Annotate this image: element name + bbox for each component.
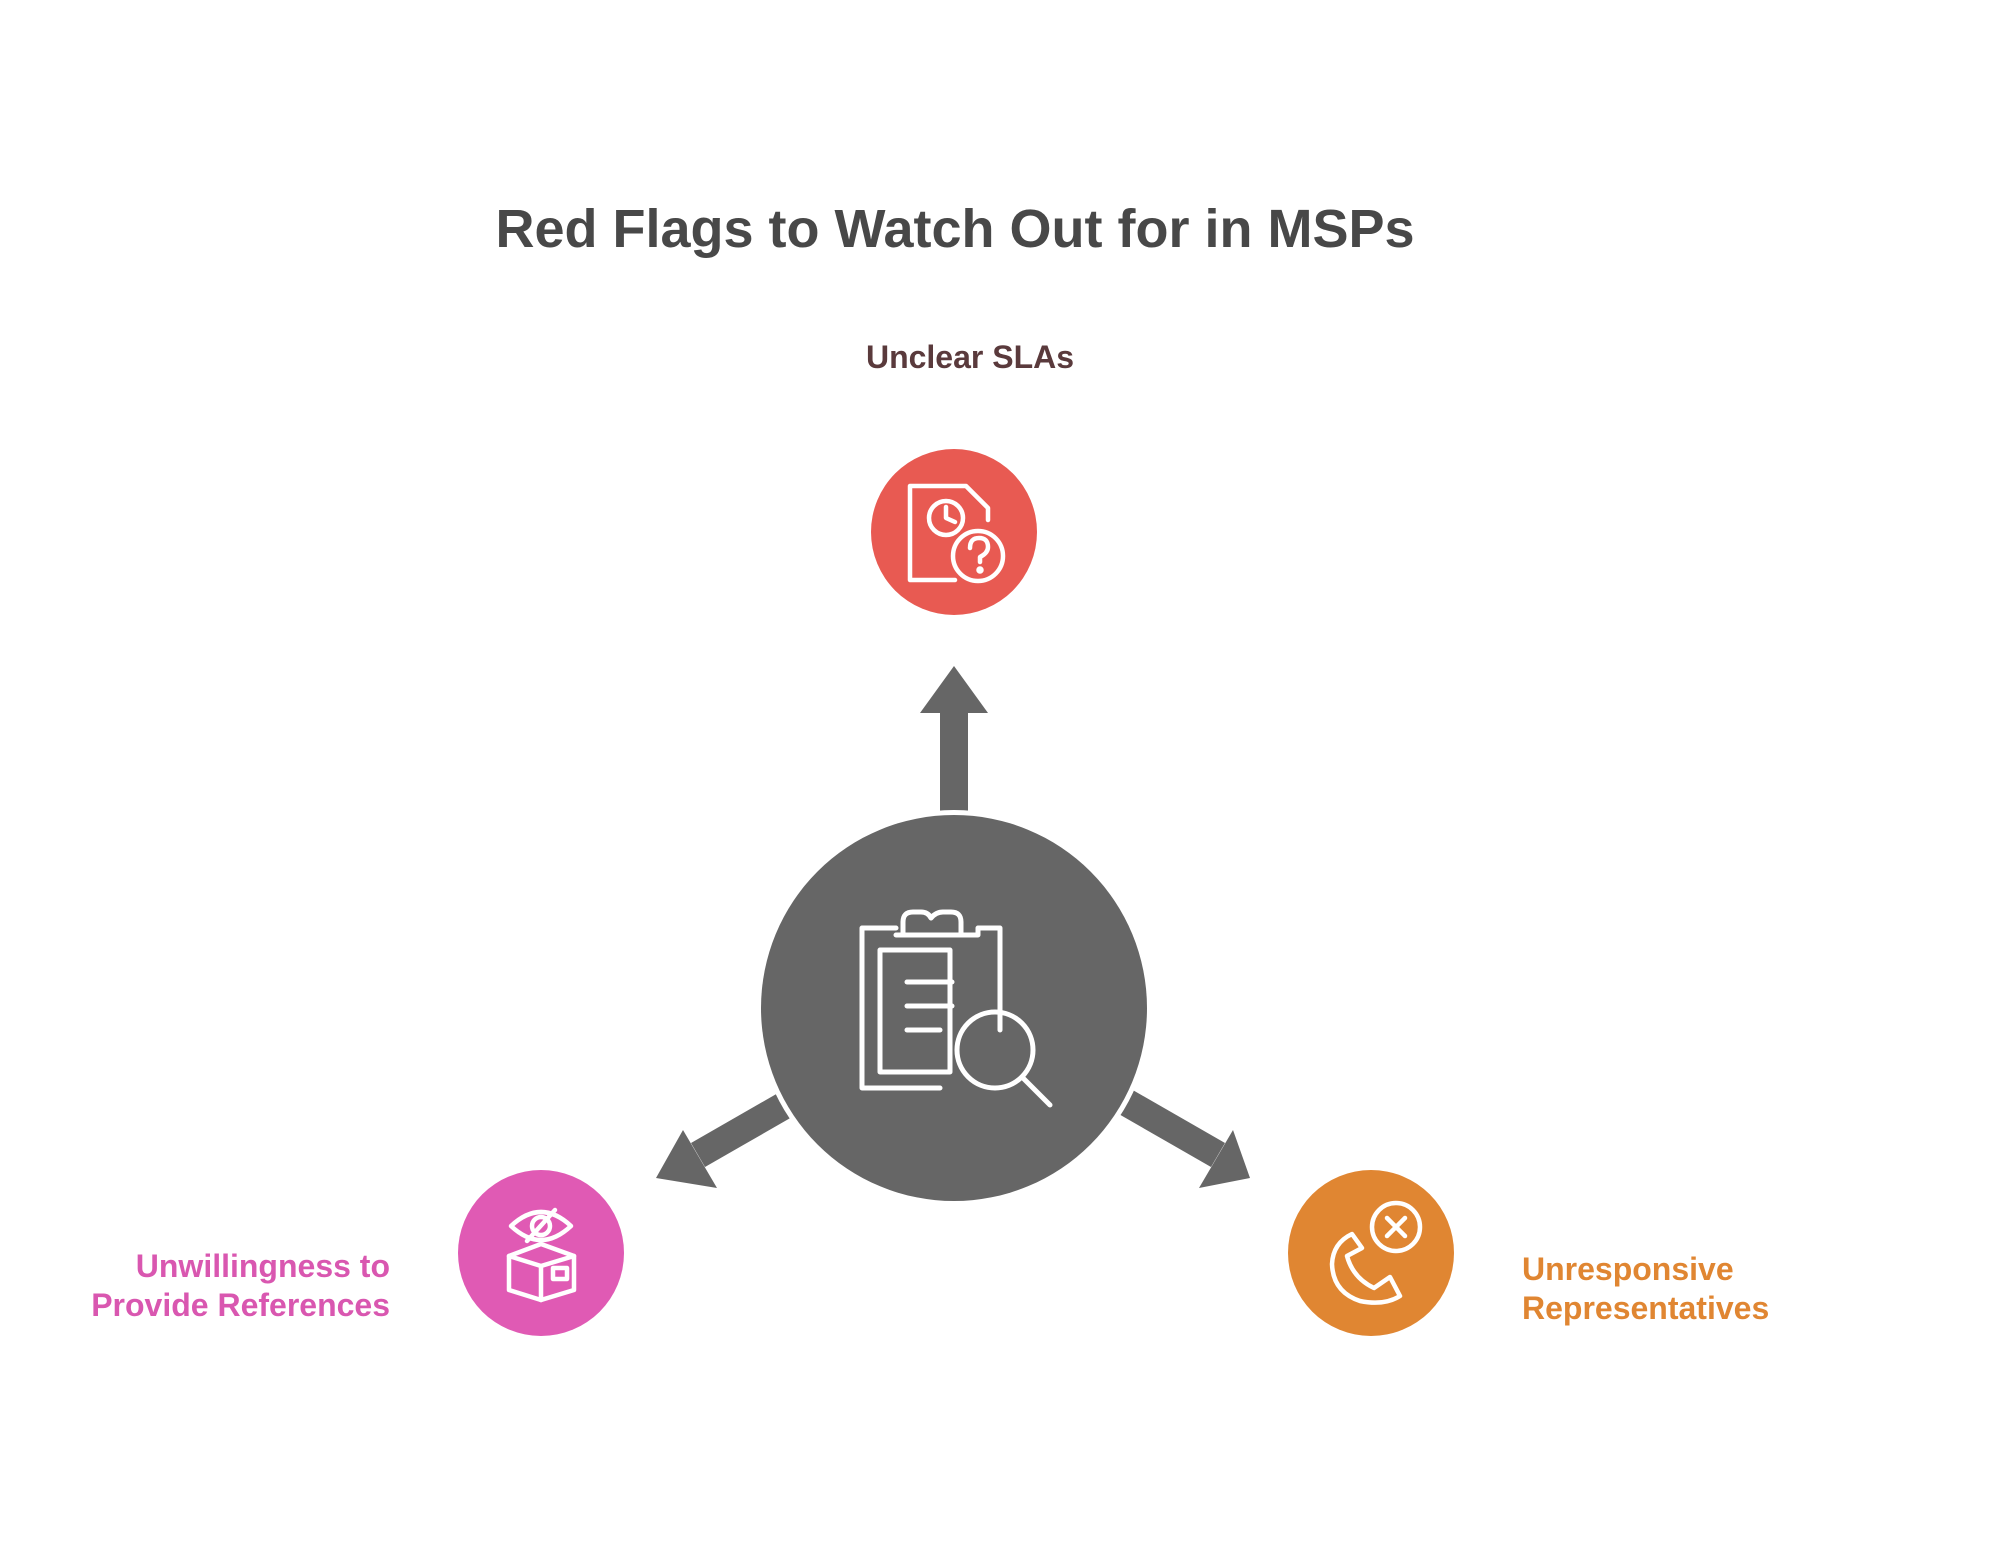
arrow-up bbox=[920, 666, 988, 820]
node-unwillingness-to-provide-references bbox=[454, 1166, 628, 1340]
label-unclear-slas: Unclear SLAs bbox=[865, 339, 1075, 375]
phone-cancel-icon bbox=[1329, 1200, 1423, 1305]
label-unwillingness-to-provide-references: Unwillingness to Provide References bbox=[91, 1248, 390, 1323]
box-eye-slash-icon bbox=[506, 1207, 577, 1303]
label-unresponsive-representatives: Unresponsive Representatives bbox=[1522, 1251, 1770, 1326]
node-unclear-slas bbox=[867, 445, 1041, 619]
clipboard-search-icon bbox=[859, 909, 1053, 1108]
diagram-title: Red Flags to Watch Out for in MSPs bbox=[495, 199, 1415, 259]
node-unresponsive-representatives bbox=[1284, 1166, 1458, 1340]
center-hub bbox=[756, 810, 1152, 1206]
arrow-left bbox=[656, 1085, 806, 1188]
arrow-right bbox=[1110, 1085, 1250, 1188]
document-clock-question-icon bbox=[907, 483, 1006, 584]
